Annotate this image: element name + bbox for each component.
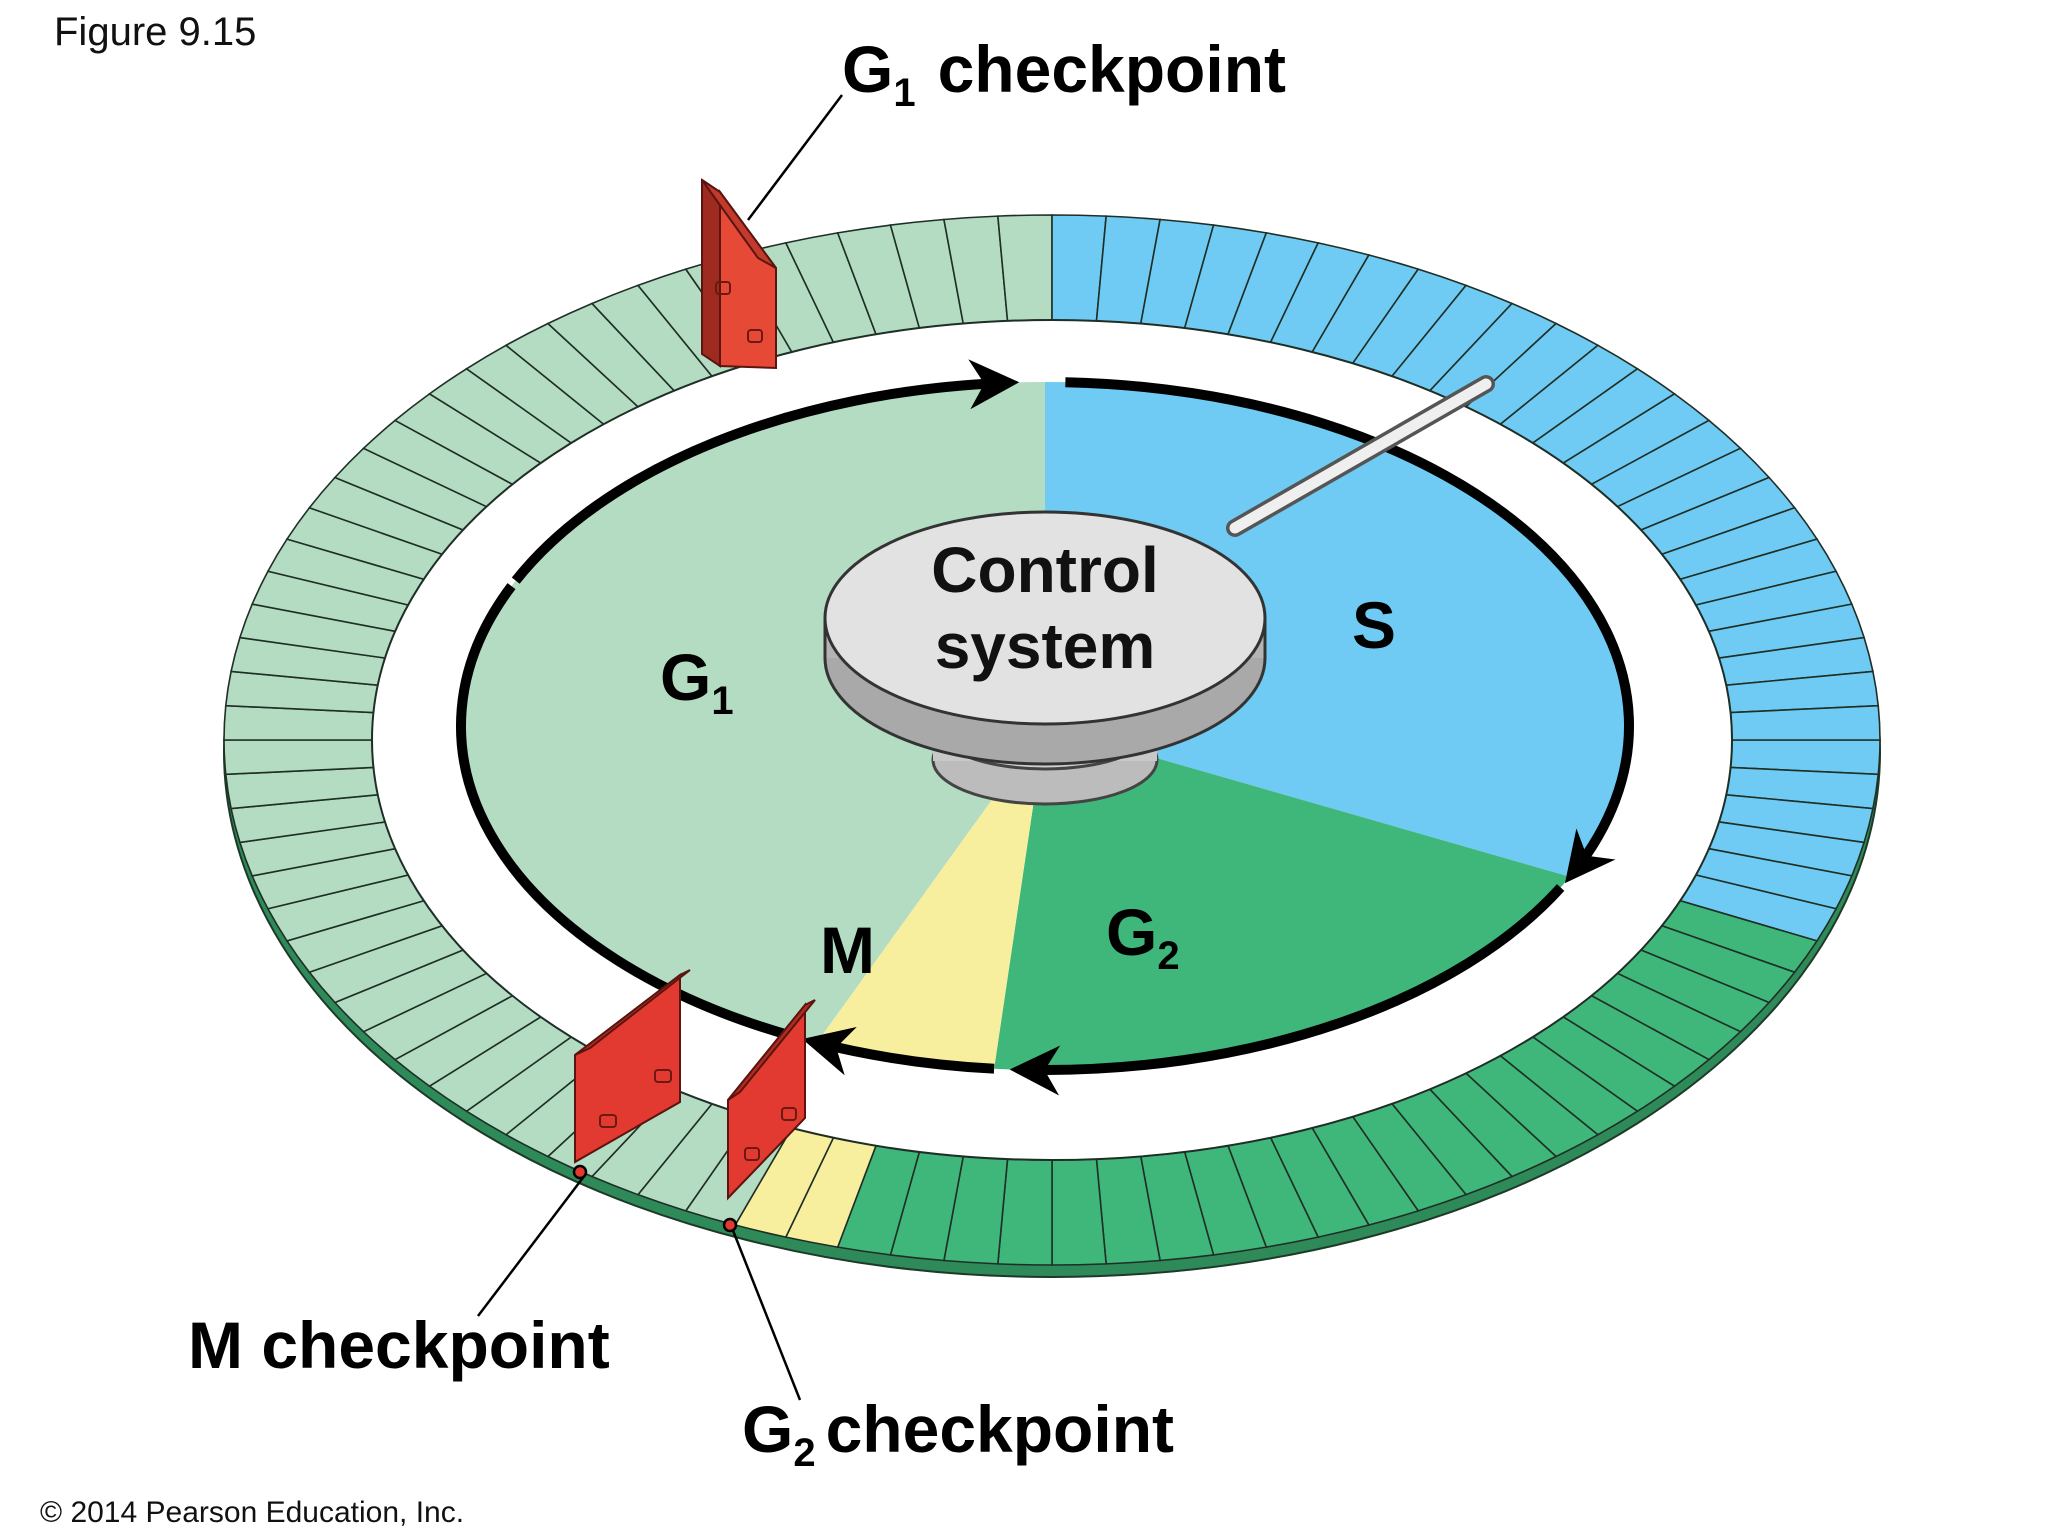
leader-lines (477, 94, 843, 1401)
cycle-arrow (1065, 377, 1634, 884)
clock-hand (1226, 375, 1495, 537)
ring-segment (996, 214, 1053, 322)
control-system-line1: Control (931, 534, 1159, 606)
sector-m (816, 726, 1045, 1069)
phase-label-g2: G2 (1106, 895, 1180, 978)
figure-number: Figure 9.15 (54, 10, 256, 54)
cycle-arrow (511, 359, 1020, 584)
m-checkpoint-gate (574, 969, 691, 1164)
phase-label-m: M (820, 913, 875, 987)
copyright-notice: © 2014 Pearson Education, Inc. (40, 1496, 464, 1529)
ring-segment (223, 739, 375, 776)
g2-checkpoint-gate (727, 999, 816, 1201)
ring-segment (1729, 704, 1881, 741)
m-checkpoint-label: M checkpoint (188, 1308, 610, 1382)
control-system-hub: Control system (823, 510, 1267, 806)
ring-segment (1051, 1158, 1108, 1266)
phase-label-s: S (1352, 588, 1396, 662)
cycle-arrow (802, 1026, 995, 1076)
control-system-line2: system (935, 610, 1156, 682)
g1-checkpoint-gate (701, 178, 777, 370)
phase-label-g1: G1 (660, 640, 734, 723)
cycle-arrow (1009, 884, 1565, 1096)
sector-s (1045, 382, 1629, 877)
